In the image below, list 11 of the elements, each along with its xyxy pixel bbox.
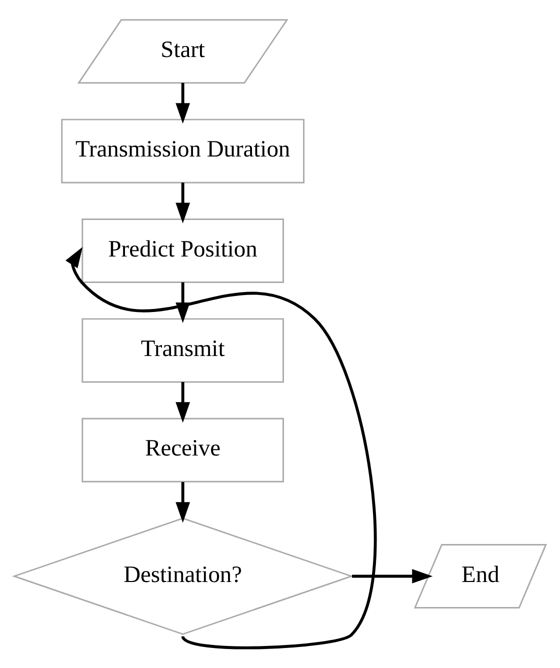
node-box: Transmission Duration <box>61 118 304 184</box>
arrow <box>176 82 190 124</box>
node-diamond: Destination? <box>12 518 354 635</box>
arrow <box>352 569 433 584</box>
arrow <box>176 482 190 523</box>
arrow <box>176 182 190 224</box>
node-box: Transmit <box>82 318 284 383</box>
arrow <box>65 247 377 650</box>
node-box: Predict Position <box>82 218 284 284</box>
arrow <box>176 382 190 423</box>
node-box: Receive <box>82 418 284 482</box>
